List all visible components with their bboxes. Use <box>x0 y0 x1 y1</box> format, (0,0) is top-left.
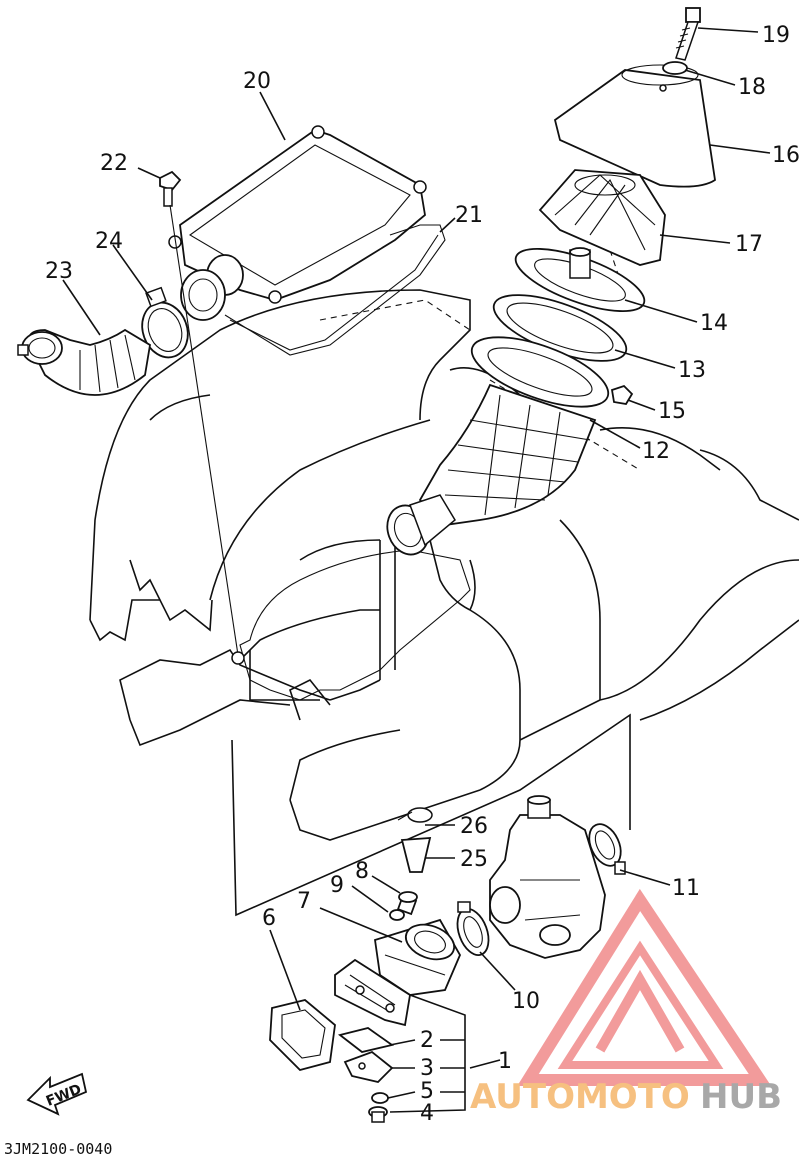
airbox-gasket-outline <box>239 549 471 701</box>
forward-direction-arrow: FWD <box>26 1072 88 1116</box>
callout-14: 14 <box>700 311 728 336</box>
cap-25 <box>400 837 432 873</box>
clip-26 <box>397 807 433 823</box>
callout-9: 9 <box>330 873 344 898</box>
bolt-19 <box>675 7 701 61</box>
screw-4 <box>368 1106 388 1123</box>
washer-9 <box>389 909 405 921</box>
reed-valve <box>334 958 411 1027</box>
callout-18: 18 <box>738 75 766 100</box>
callout-20: 20 <box>243 69 271 94</box>
filter-cage-17 <box>538 169 666 266</box>
callout-23: 23 <box>45 259 73 284</box>
callout-11: 11 <box>672 876 700 901</box>
callout-26: 26 <box>460 814 488 839</box>
callout-19: 19 <box>762 23 790 48</box>
assembly-boundary <box>231 713 631 917</box>
callout-22: 22 <box>100 151 128 176</box>
screw-8 <box>396 891 418 916</box>
reed-stopper-3 <box>343 1050 394 1083</box>
washer-5 <box>371 1092 389 1104</box>
frame-body-outline <box>89 289 799 841</box>
air-box-gasket <box>224 224 446 356</box>
filter-element-14 <box>514 247 646 313</box>
callout-15: 15 <box>658 399 686 424</box>
logo-brand-part1: AUTOMOTO <box>470 1077 690 1117</box>
callout-17: 17 <box>735 232 763 257</box>
logo-brand-part2: HUB <box>700 1077 782 1117</box>
callout-25: 25 <box>460 847 488 872</box>
callout-5: 5 <box>420 1079 434 1104</box>
callout-10: 10 <box>512 989 540 1014</box>
callout-6: 6 <box>262 906 276 931</box>
washer-18 <box>662 61 688 75</box>
callout-24: 24 <box>95 229 123 254</box>
callout-12: 12 <box>642 439 670 464</box>
automotohub-logo: AUTOMOTO HUB <box>470 888 782 1117</box>
drawing-code: 3JM2100-0040 <box>4 1140 112 1158</box>
intake-duct-12 <box>386 336 610 556</box>
nut-15 <box>610 384 634 405</box>
carburetor <box>489 795 606 959</box>
callout-1: 1 <box>498 1049 512 1074</box>
callout-3: 3 <box>420 1056 434 1081</box>
callout-8: 8 <box>355 859 369 884</box>
reed-2 <box>337 1027 395 1053</box>
air-box-cover <box>168 125 427 321</box>
clamp-11 <box>588 823 626 875</box>
air-inlet-duct-23 <box>17 328 151 396</box>
callout-leader-lines <box>62 27 771 1113</box>
hose-clamp-24 <box>141 286 189 359</box>
callout-2: 2 <box>420 1028 434 1053</box>
bolt-22-guide-line <box>169 204 239 656</box>
callout-16: 16 <box>772 143 799 168</box>
clamp-10 <box>456 901 490 956</box>
callout-4: 4 <box>420 1101 434 1126</box>
callout-numbers: 1 2 3 4 5 6 7 8 9 10 11 12 13 14 15 16 1… <box>45 23 799 1126</box>
callout-7: 7 <box>297 889 311 914</box>
filter-cover-16 <box>553 64 716 188</box>
bolt-22-mount <box>231 651 245 665</box>
callout-21: 21 <box>455 203 483 228</box>
gasket-6 <box>269 999 336 1072</box>
bolt-22 <box>159 170 182 207</box>
callout-13: 13 <box>678 358 706 383</box>
